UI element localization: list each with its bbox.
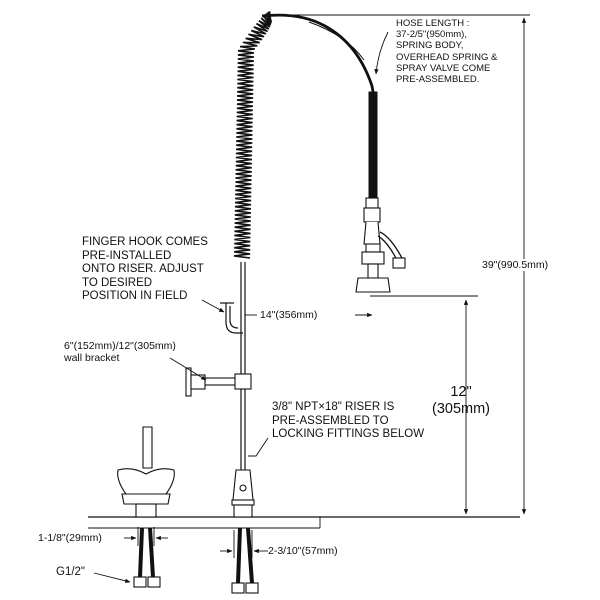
- spray-hose-and-valve: [355, 91, 406, 293]
- finger-hook: [220, 302, 243, 334]
- riser-note: 3/8" NPT×18" RISER IS PRE-ASSEMBLED TO L…: [272, 401, 425, 441]
- finger-hook-note: FINGER HOOK COMES PRE-INSTALLED ONTO RIS…: [82, 236, 208, 303]
- total-height-dimension: 39"(990.5mm): [482, 259, 549, 272]
- coil-spring: [233, 11, 273, 259]
- inlet-thread-label: G1/2": [56, 566, 86, 578]
- supply-spacing-dimension: 1-1/8"(29mm): [38, 532, 102, 544]
- wall-bracket-note: 6"(152mm)/12"(305mm) wall bracket: [64, 340, 176, 365]
- reach-dimension: 14"(356mm): [260, 309, 318, 321]
- spray-height-dimension: 12" (305mm): [432, 384, 491, 418]
- supply-shanks: [133, 527, 259, 594]
- riser-pipe: [240, 262, 246, 470]
- base-width-dimension: 2-3/10"(57mm): [268, 545, 338, 557]
- overhead-arm: [261, 13, 376, 113]
- faucet-body: [117, 426, 255, 518]
- wall-bracket: [185, 367, 252, 397]
- countertop: [88, 516, 520, 529]
- hose-length-note: HOSE LENGTH : 37-2/5"(950mm), SPRING BOD…: [396, 18, 498, 86]
- leader-lines: [93, 31, 389, 583]
